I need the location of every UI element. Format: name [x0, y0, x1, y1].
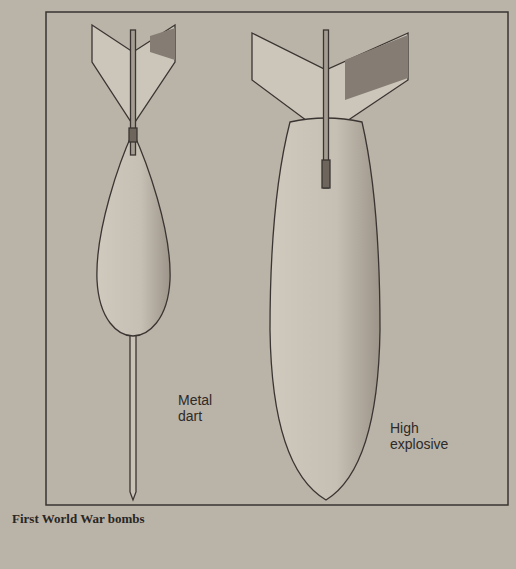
part-label: High explosive	[390, 420, 462, 452]
he-bomb	[252, 30, 408, 500]
fin	[133, 25, 175, 125]
caption: First World War bombs	[12, 511, 145, 527]
frame	[46, 12, 508, 505]
part-label: Metal dart	[178, 392, 230, 424]
fin	[92, 25, 133, 125]
bomb-body	[97, 132, 170, 336]
fin-shade	[150, 28, 175, 60]
fuse	[322, 160, 330, 188]
bomb-body	[270, 118, 380, 500]
fin-shade	[345, 35, 408, 100]
dart-bomb	[92, 25, 175, 500]
neck	[129, 128, 137, 142]
dart-spike	[130, 335, 136, 500]
